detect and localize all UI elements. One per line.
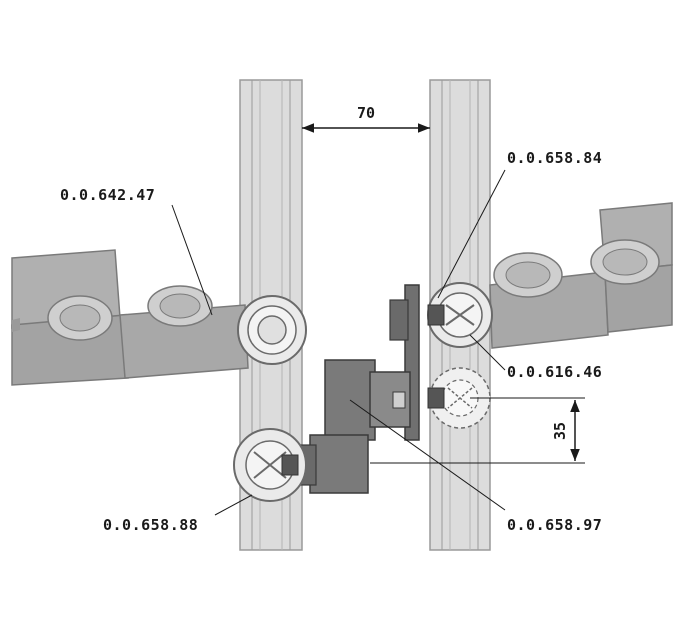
label-lower-left: 0.0.658.88 — [103, 516, 198, 534]
drive-block — [299, 359, 411, 494]
label-lower-right: 0.0.658.97 — [507, 516, 602, 534]
label-right-middle: 0.0.616.46 — [507, 363, 602, 381]
dimension-right: 35 — [370, 397, 585, 464]
label-right-upper: 0.0.658.84 — [507, 149, 602, 167]
left-roller — [237, 295, 307, 365]
dimension-top-value: 70 — [357, 104, 375, 122]
lower-left-roller — [233, 428, 307, 502]
right-chain — [489, 202, 673, 349]
left-chain — [11, 249, 249, 386]
dimension-right-value: 35 — [551, 422, 569, 440]
label-left-chain: 0.0.642.47 — [60, 186, 155, 204]
dimension-top: 70 — [302, 104, 430, 133]
right-upper-roller — [427, 282, 493, 348]
leader-lines — [171, 169, 506, 516]
